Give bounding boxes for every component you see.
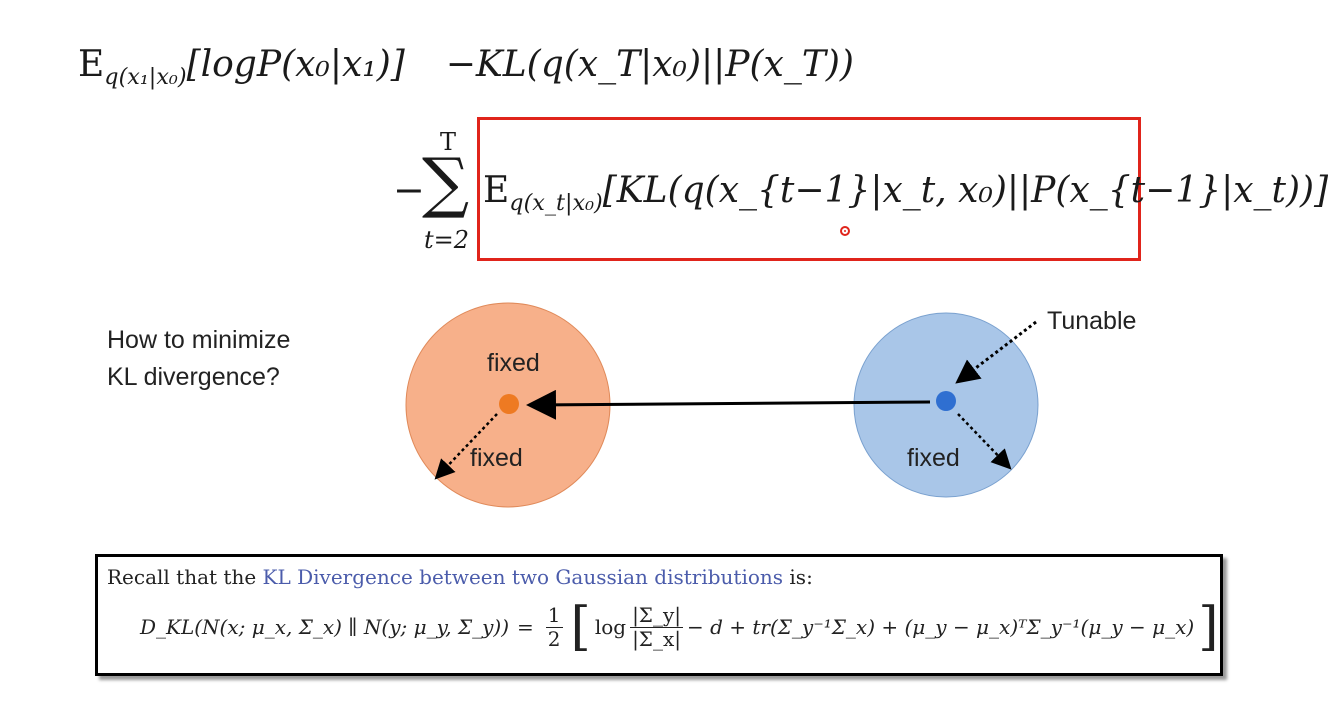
sum-upper-limit: T <box>440 128 457 156</box>
expectation-subscript-1: q(x₁|x₀) <box>104 64 187 91</box>
expectation-body-1: [logP(x₀|x₁)] <box>186 44 405 85</box>
equation-line-2: Eq(x_t|x₀)[KL(q(x_{t−1}|x_t, x₀)||P(x_{t… <box>483 170 1328 214</box>
left-radius-arrow <box>434 413 498 480</box>
left-mean-dot <box>499 394 519 414</box>
right-mean-dot <box>936 391 956 411</box>
cursor-indicator <box>840 226 850 236</box>
one-half-fraction: 1 2 <box>545 602 563 651</box>
equation-line-1: Eq(x₁|x₀)[logP(x₀|x₁)] −KL(q(x_T|x₀)||P(… <box>78 44 854 88</box>
sum-lower-limit: t=2 <box>424 226 470 254</box>
gaussian-diagram <box>405 302 1039 508</box>
determinant-denominator: |Σ_x| <box>632 626 681 651</box>
recall-sentence: Recall that the KL Divergence between tw… <box>107 565 813 589</box>
formula-rest: − d + tr(Σ_y⁻¹Σ_x) + (μ_y − μ_x)ᵀΣ_y⁻¹(μ… <box>686 615 1195 639</box>
tunable-arrow <box>955 320 1037 384</box>
expectation-symbol-2: E <box>483 170 510 211</box>
half-denominator: 2 <box>547 626 561 651</box>
right-radius-arrow <box>957 413 1012 470</box>
recall-prefix: Recall that the <box>107 565 263 589</box>
half-numerator: 1 <box>545 602 563 628</box>
recall-suffix: is: <box>783 565 813 589</box>
determinant-fraction: |Σ_y| |Σ_x| <box>630 602 683 651</box>
highlight-box <box>477 117 1141 261</box>
expectation-subscript-2: q(x_t|x₀) <box>509 190 603 217</box>
expectation-symbol-1: E <box>78 44 105 85</box>
kl-divergence-link[interactable]: KL Divergence between two Gaussian distr… <box>262 565 784 589</box>
left-bottom-fixed-label: fixed <box>470 444 523 472</box>
left-top-fixed-label: fixed <box>487 349 540 377</box>
recall-box: Recall that the KL Divergence between tw… <box>95 554 1223 676</box>
tunable-label: Tunable <box>1047 307 1137 335</box>
right-bottom-fixed-label: fixed <box>907 444 960 472</box>
kl-prior-term: −KL(q(x_T|x₀)||P(x_T)) <box>445 44 854 85</box>
question-line-2: KL divergence? <box>107 363 280 391</box>
question-line-1: How to minimize <box>107 326 291 354</box>
determinant-numerator: |Σ_y| <box>630 602 683 628</box>
kl-gaussian-formula: D_KL(N(x; μ_x, Σ_x) ∥ N(y; μ_y, Σ_y)) = … <box>140 597 1219 657</box>
question-text: How to minimize KL divergence? <box>107 322 290 396</box>
mean-arrow <box>526 389 931 420</box>
log-label: log <box>594 615 627 639</box>
minus-sign: − <box>393 168 425 212</box>
kl-denoising-term: [KL(q(x_{t−1}|x_t, x₀)||P(x_{t−1}|x_t))] <box>602 170 1328 211</box>
formula-lhs: D_KL(N(x; μ_x, Σ_x) ∥ N(y; μ_y, Σ_y)) <box>140 615 510 639</box>
sum-symbol: ∑ <box>422 144 470 221</box>
